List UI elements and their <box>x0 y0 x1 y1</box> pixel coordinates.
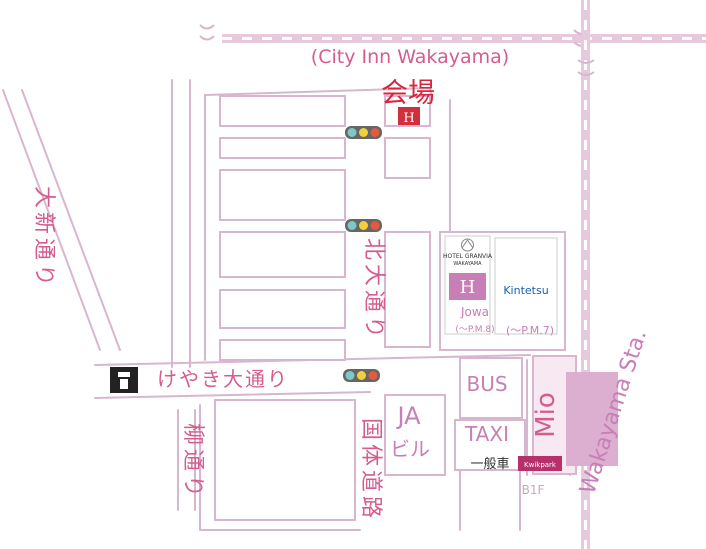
kintetsu-box <box>494 237 558 335</box>
street-oshin-label: 大新通り <box>31 186 56 290</box>
jowa-hours: (～P.M.8) <box>455 325 494 335</box>
jowa-label: Jowa <box>460 305 489 319</box>
parking-sign: Kwikpark <box>524 461 557 469</box>
railway-top <box>199 24 706 47</box>
hotel-granvia-name1: HOTEL GRANVIA <box>443 253 493 260</box>
svg-text:大新通り: 大新通り <box>31 186 56 290</box>
mio-label: Mio <box>531 392 561 438</box>
taxi-label: TAXI <box>464 422 509 446</box>
svg-text:北大通り: 北大通り <box>361 238 386 342</box>
hotel-granvia-h-box <box>449 273 486 300</box>
parking-label: 一般車 <box>470 456 509 472</box>
venue-title-en: (City Inn Wakayama) <box>311 46 509 68</box>
b1f-label: B1F <box>522 483 545 497</box>
hotel-granvia-logo-icon <box>461 238 474 252</box>
venue-label: 会場 <box>381 78 435 109</box>
station-platform <box>566 372 618 466</box>
traffic-light-north-icon <box>345 126 382 139</box>
ja-building-label: ビル <box>390 437 430 461</box>
blocks-south <box>214 357 526 521</box>
railway-right <box>577 0 595 549</box>
street-kita-label: 北大通り <box>361 238 386 342</box>
parking-sign-box <box>518 456 562 471</box>
svg-text:柳通り: 柳通り <box>180 423 205 501</box>
street-kokutai-label: 国体道路 <box>358 418 383 522</box>
traffic-light-south-icon <box>343 369 380 382</box>
street-keyaki-label: けやき大通り <box>157 367 289 391</box>
venue-hotel-box <box>398 107 420 125</box>
svg-text:国体道路: 国体道路 <box>358 418 383 522</box>
svg-text:Mio: Mio <box>531 392 561 438</box>
traffic-light-middle-icon <box>345 219 382 232</box>
hotel-granvia-name2: WAKAYAMA <box>453 261 482 267</box>
street-yanagi-label: 柳通り <box>180 423 205 501</box>
hotel-granvia-h: H <box>460 277 476 298</box>
kintetsu-hours: (～P.M.7) <box>506 324 554 337</box>
kintetsu-name: Kintetsu <box>503 284 548 297</box>
ja-label: JA <box>395 402 421 430</box>
police-box-icon <box>110 367 138 393</box>
bus-label: BUS <box>466 372 507 396</box>
venue-hotel-h: H <box>403 111 414 126</box>
